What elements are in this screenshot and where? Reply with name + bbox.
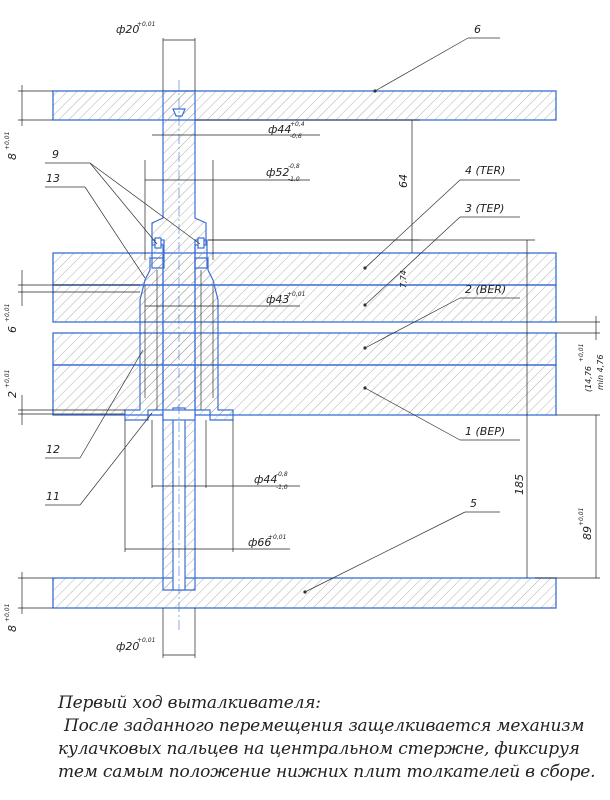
dim-v1476: (14,76 +0,01 min 4,76 [556, 316, 605, 392]
svg-text:-0,6: -0,6 [290, 133, 302, 140]
svg-text:min 4,76: min 4,76 [596, 355, 605, 390]
svg-text:11: 11 [46, 490, 60, 503]
svg-text:-1,0: -1,0 [288, 176, 300, 183]
svg-text:1 (BEP): 1 (BEP) [465, 425, 505, 438]
sleeve-right [194, 257, 234, 421]
callout-4: 4 (TER) [363, 164, 520, 270]
plate-1-bep [52, 364, 557, 416]
dim-d66: ф66 +0,01 [124, 420, 290, 552]
dim-d43: ф43 +0,01 [145, 291, 305, 307]
svg-text:ф20: ф20 [116, 23, 139, 36]
svg-text:+0,01: +0,01 [4, 132, 11, 150]
svg-text:+0,01: +0,01 [578, 508, 585, 526]
plate-3-tep [52, 284, 557, 323]
svg-text:ф52: ф52 [266, 166, 289, 179]
dim-d52: ф52 -0,8 -1,0 [144, 160, 310, 260]
sleeve-left [124, 257, 164, 421]
svg-text:+0,01: +0,01 [137, 21, 155, 28]
svg-text:13: 13 [46, 172, 60, 185]
svg-text:89: 89 [581, 526, 594, 540]
dim-v774: 7,74 [399, 240, 413, 288]
svg-text:3 (TEP): 3 (TEP) [465, 202, 504, 215]
svg-text:12: 12 [46, 443, 60, 456]
svg-text:-0,8: -0,8 [276, 471, 288, 478]
dim-d44-low: ф44 -0,8 -1,0 [151, 420, 300, 491]
caption-line-3: тем самым положение нижних плит толкател… [58, 762, 596, 782]
caption-line-2: кулачковых пальцев на центральном стержн… [58, 739, 580, 759]
svg-text:5: 5 [470, 497, 477, 510]
svg-text:+0,01: +0,01 [137, 637, 155, 644]
svg-text:ф66: ф66 [248, 536, 271, 549]
svg-text:-1,0: -1,0 [276, 484, 288, 491]
svg-text:8: 8 [6, 625, 19, 632]
caption-title: Первый ход выталкивателя: [58, 693, 321, 713]
svg-text:64: 64 [397, 174, 410, 188]
svg-text:6: 6 [6, 326, 19, 333]
assembly-drawing: ф20 +0,01 ф44 +0,4 -0,6 ф52 -0,8 -1,0 ф4… [4, 21, 605, 658]
svg-text:2: 2 [6, 391, 19, 398]
svg-text:7,74: 7,74 [399, 270, 408, 288]
callout-13: 13 [45, 172, 146, 279]
pin-head-right [197, 237, 205, 249]
svg-text:ф20: ф20 [116, 640, 139, 653]
dim-h8-top: 8 +0,01 [4, 85, 53, 160]
plate-2-ber [52, 332, 557, 366]
svg-text:2 (BER): 2 (BER) [465, 283, 506, 296]
callout-12: 12 [45, 349, 144, 459]
svg-text:+0,01: +0,01 [268, 534, 286, 541]
callout-5: 5 [303, 497, 500, 594]
dim-v185: 185 [208, 239, 556, 579]
callout-3: 3 (TEP) [363, 202, 520, 307]
callout-11: 11 [45, 412, 153, 506]
svg-text:ф44: ф44 [268, 123, 291, 136]
caption-line-1: После заданного перемещения защелкиваетс… [64, 716, 585, 736]
callout-6: 6 [373, 23, 500, 93]
dim-h6: 6 +0,01 [4, 270, 140, 333]
svg-text:+0,01: +0,01 [287, 291, 305, 298]
svg-text:-0,8: -0,8 [288, 163, 300, 170]
svg-text:+0,01: +0,01 [578, 344, 585, 362]
callout-1: 1 (BEP) [363, 386, 520, 441]
dim-d44-top: ф44 +0,4 -0,6 [152, 121, 320, 140]
top-plate-6 [52, 90, 557, 121]
svg-text:(14,76: (14,76 [584, 366, 593, 392]
svg-text:+0,01: +0,01 [4, 604, 11, 622]
callout-9: 9 [45, 148, 201, 245]
dim-d20-top: ф20 +0,01 [116, 21, 196, 91]
dim-h2: 2 +0,01 [4, 370, 125, 425]
pin-head-left [154, 237, 162, 249]
svg-text:4 (TER): 4 (TER) [465, 164, 505, 177]
svg-text:8: 8 [6, 153, 19, 160]
svg-text:9: 9 [52, 148, 59, 161]
dim-v89: 89 +0,01 [556, 414, 600, 579]
svg-text:+0,01: +0,01 [4, 370, 11, 388]
svg-text:+0,01: +0,01 [4, 304, 11, 322]
svg-text:6: 6 [474, 23, 481, 36]
svg-text:ф43: ф43 [266, 293, 289, 306]
dim-d20-bot: ф20 +0,01 [116, 608, 196, 658]
svg-text:185: 185 [513, 474, 526, 495]
caption-block: Первый ход выталкивателя: После заданног… [58, 692, 598, 784]
dim-h8-bot: 8 +0,01 [4, 572, 53, 632]
svg-text:+0,4: +0,4 [290, 121, 305, 128]
plate-4-ter [52, 252, 557, 286]
callout-2: 2 (BER) [363, 283, 520, 350]
svg-text:ф44: ф44 [254, 473, 277, 486]
